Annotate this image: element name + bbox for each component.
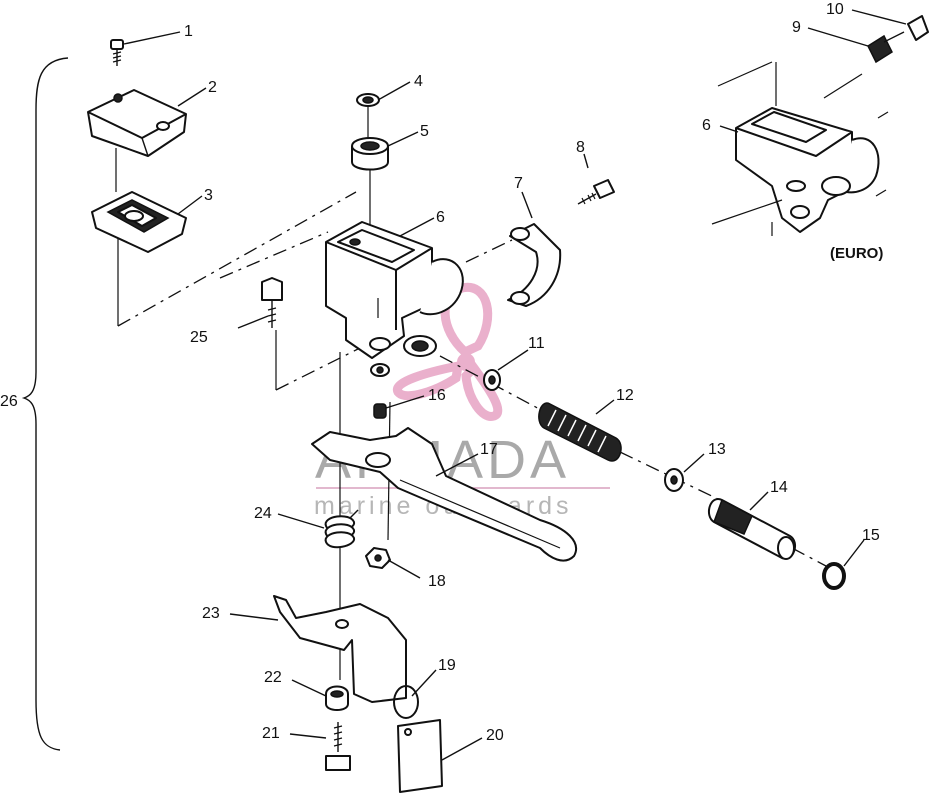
callout-24: 24 [254,505,272,522]
part-nut [365,547,391,569]
euro-callout-10: 10 [826,1,844,18]
part-ring [393,685,419,719]
callout-4: 4 [414,73,423,90]
part-switch-bolt [325,722,351,771]
callout-1: 1 [184,23,193,40]
part-boot [538,402,622,462]
part-tag [397,719,443,793]
callout-14: 14 [770,479,788,496]
callout-5: 5 [420,123,429,140]
part-seal-4 [356,93,380,107]
euro-label: (EURO) [830,245,883,262]
part-bleeder-cap-10 [907,15,929,41]
part-screw-1 [110,39,124,66]
euro-callout-9: 9 [792,19,801,36]
callout-20: 20 [486,727,504,744]
callout-17: 17 [480,441,498,458]
part-bleeder-9 [867,31,905,64]
leader-lines [123,9,907,761]
part-washer-13 [664,468,684,492]
callout-8: 8 [576,139,585,156]
callout-6: 6 [436,209,445,226]
part-clamp [507,223,562,307]
part-pivot-bolt [261,277,283,328]
callout-26: 26 [0,393,18,410]
callout-16: 16 [428,387,446,404]
callout-13: 13 [708,441,726,458]
callout-12: 12 [616,387,634,404]
part-switch-bracket [273,595,407,703]
euro-callout-6: 6 [702,117,711,134]
part-piston [707,498,797,560]
callout-21: 21 [262,725,280,742]
part-set-screw [373,403,387,419]
callout-23: 23 [202,605,220,622]
part-spring [324,509,359,549]
part-o-ring [822,562,846,590]
euro-inset [711,61,889,236]
part-switch-nut [325,685,349,711]
part-diaphragm [91,191,187,253]
part-master-cylinder [325,221,464,377]
part-bushing-5 [351,137,389,171]
part-reservoir-cover [87,89,187,157]
callout-labels: 1 2 3 4 5 6 7 8 11 12 13 14 15 16 17 18 … [0,1,883,744]
part-washer-11 [483,369,501,391]
callout-2: 2 [208,79,217,96]
callout-19: 19 [438,657,456,674]
callout-18: 18 [428,573,446,590]
callout-25: 25 [190,329,208,346]
callout-11: 11 [528,335,545,352]
callout-22: 22 [264,669,282,686]
part-clamp-bolt [577,179,615,205]
callout-15: 15 [862,527,880,544]
assembly-bracket [21,57,69,751]
callout-7: 7 [514,175,523,192]
callout-3: 3 [204,187,213,204]
part-brake-lever [311,427,577,562]
